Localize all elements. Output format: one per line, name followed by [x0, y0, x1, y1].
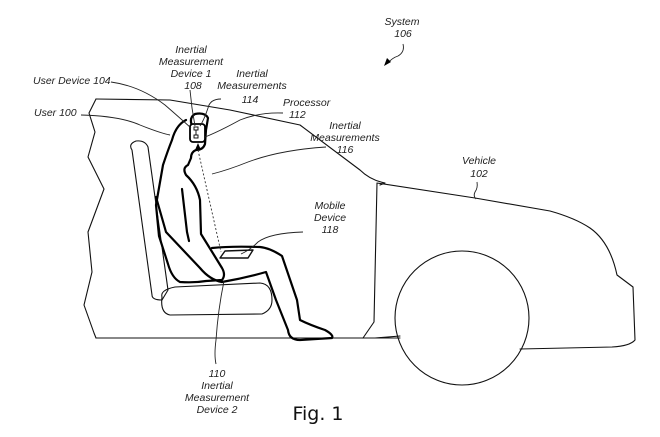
label-processor: Processor 112: [283, 97, 331, 121]
label-im116-line2: Measurements: [310, 132, 380, 144]
label-mobile-line1: Mobile: [315, 200, 346, 212]
leader-vehicle: [473, 181, 478, 200]
label-system-name: System: [384, 16, 419, 28]
label-imd2-line2: Measurement: [185, 392, 250, 404]
label-system: System 106: [384, 16, 419, 40]
label-imd2-line3: Device 2: [197, 404, 238, 416]
mobile-device-118: [219, 249, 254, 259]
label-system-ref: 106: [394, 28, 412, 40]
label-im114-line2: Measurements: [217, 80, 287, 92]
label-imd2: 110 Inertial Measurement Device 2: [185, 368, 250, 416]
leader-mobile: [240, 231, 304, 255]
figure-caption: Fig. 1: [292, 403, 343, 425]
label-imd2-line1: Inertial: [201, 380, 233, 392]
label-imd2-ref: 110: [209, 368, 226, 380]
leader-im116: [211, 146, 327, 175]
leader-user: [80, 114, 171, 136]
user-device-104: [189, 123, 206, 150]
seat: [130, 140, 273, 316]
label-imd1-line2: Measurement: [159, 56, 224, 68]
label-vehicle-ref: 102: [470, 168, 488, 180]
label-mobile-ref: 118: [322, 224, 339, 236]
label-processor-name: Processor: [283, 97, 331, 109]
arrow-head-icon: [195, 143, 201, 150]
label-im114-ref: 114: [242, 94, 259, 106]
system-arrow: [387, 43, 404, 64]
vehicle-outline: [83, 98, 636, 350]
label-imd1-ref: 108: [184, 80, 202, 92]
label-imd1-line1: Inertial: [175, 44, 207, 56]
label-mobile-line2: Device: [314, 212, 346, 224]
system-arrow-head-icon: [384, 58, 391, 66]
leader-im114: [199, 98, 222, 127]
user-figure: [154, 112, 334, 342]
label-vehicle-name: Vehicle: [462, 155, 496, 167]
label-user-device: User Device 104: [33, 75, 111, 87]
label-im116-ref: 116: [337, 144, 354, 156]
leader-imd2: [214, 280, 225, 365]
label-im114: Inertial Measurements 114: [217, 68, 287, 106]
label-im116: Inertial Measurements 116: [310, 120, 380, 156]
inertial-measurements-116-path: [197, 149, 222, 253]
label-imd1-line3: Device 1: [171, 68, 212, 80]
leader-user-device: [110, 81, 192, 129]
label-user: User 100: [34, 107, 77, 119]
label-processor-ref: 112: [289, 109, 306, 121]
wheel: [394, 250, 530, 386]
label-mobile: Mobile Device 118: [314, 200, 346, 236]
label-im116-line1: Inertial: [329, 120, 361, 132]
label-imd1: Inertial Measurement Device 1 108: [159, 44, 224, 92]
leader-processor: [204, 112, 284, 138]
label-vehicle: Vehicle 102: [462, 155, 496, 180]
leader-imd1: [189, 89, 196, 127]
label-im114-line1: Inertial: [236, 68, 268, 80]
